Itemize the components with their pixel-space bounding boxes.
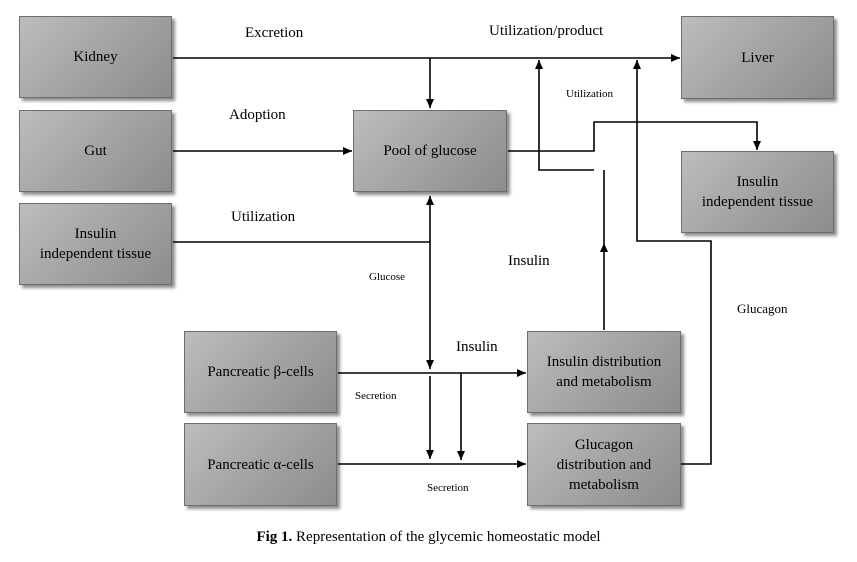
secretion-label-2: Secretion [427, 482, 469, 494]
tissue-right-line-2: independent tissue [701, 194, 814, 210]
figure-caption: Fig 1. Representation of the glycemic ho… [0, 529, 857, 546]
caption-text: Representation of the glycemic homeostat… [292, 529, 601, 545]
gut-label: Gut [84, 143, 107, 159]
utilization-small-label: Utilization [566, 88, 614, 100]
glucagon-dist-line-2: distribution and [556, 456, 652, 473]
kidney-label: Kidney [73, 49, 118, 65]
pancreatic-alpha-cells-box: Pancreatic α-cells [184, 423, 337, 506]
pancreatic-beta-cells-box: Pancreatic β-cells [184, 331, 337, 413]
glucagon-to-liver-arrow [633, 60, 712, 465]
pool-of-glucose-box: Pool of glucose [353, 110, 507, 192]
insulin-independent-tissue-right-box: Insulin independent tissue [681, 151, 834, 233]
liver-box: Liver [681, 16, 834, 99]
glucagon-dist-line-3: metabolism [568, 476, 639, 493]
glucagon-distribution-box: Glucagon distribution and metabolism [527, 423, 681, 506]
tissue-left-line-2: independent tissue [39, 246, 152, 262]
glucose-label: Glucose [369, 271, 406, 283]
pool-label: Pool of glucose [383, 143, 477, 159]
utilization-to-liver-arrow [535, 60, 594, 171]
insulin-dist-line-2: and metabolism [556, 374, 652, 390]
insulin-mid-label: Insulin [508, 253, 550, 269]
tissue-left-line-1: Insulin [74, 226, 117, 242]
insulin-low-label: Insulin [456, 339, 498, 355]
alpha-cells-label: Pancreatic α-cells [207, 456, 314, 473]
glucagon-dist-line-1: Glucagon [574, 436, 634, 453]
caption-prefix: Fig 1. [256, 529, 293, 545]
insulin-independent-tissue-left-box: Insulin independent tissue [19, 203, 172, 285]
utilization-label: Utilization [231, 209, 296, 225]
insulin-distribution-box: Insulin distribution and metabolism [527, 331, 681, 413]
pool-to-tissue-arrow [508, 121, 761, 152]
beta-cells-label: Pancreatic β-cells [207, 364, 314, 380]
adoption-label: Adoption [229, 107, 286, 123]
insulin-dist-line-1: Insulin distribution [546, 354, 662, 370]
secretion-label-1: Secretion [355, 390, 397, 402]
utilization-product-label: Utilization/product [489, 23, 604, 39]
liver-label: Liver [741, 49, 774, 66]
tissue-right-line-1: Insulin [736, 174, 779, 190]
gut-box: Gut [19, 110, 172, 192]
excretion-label: Excretion [245, 25, 304, 41]
glucagon-label: Glucagon [737, 301, 788, 316]
kidney-box: Kidney [19, 16, 172, 98]
